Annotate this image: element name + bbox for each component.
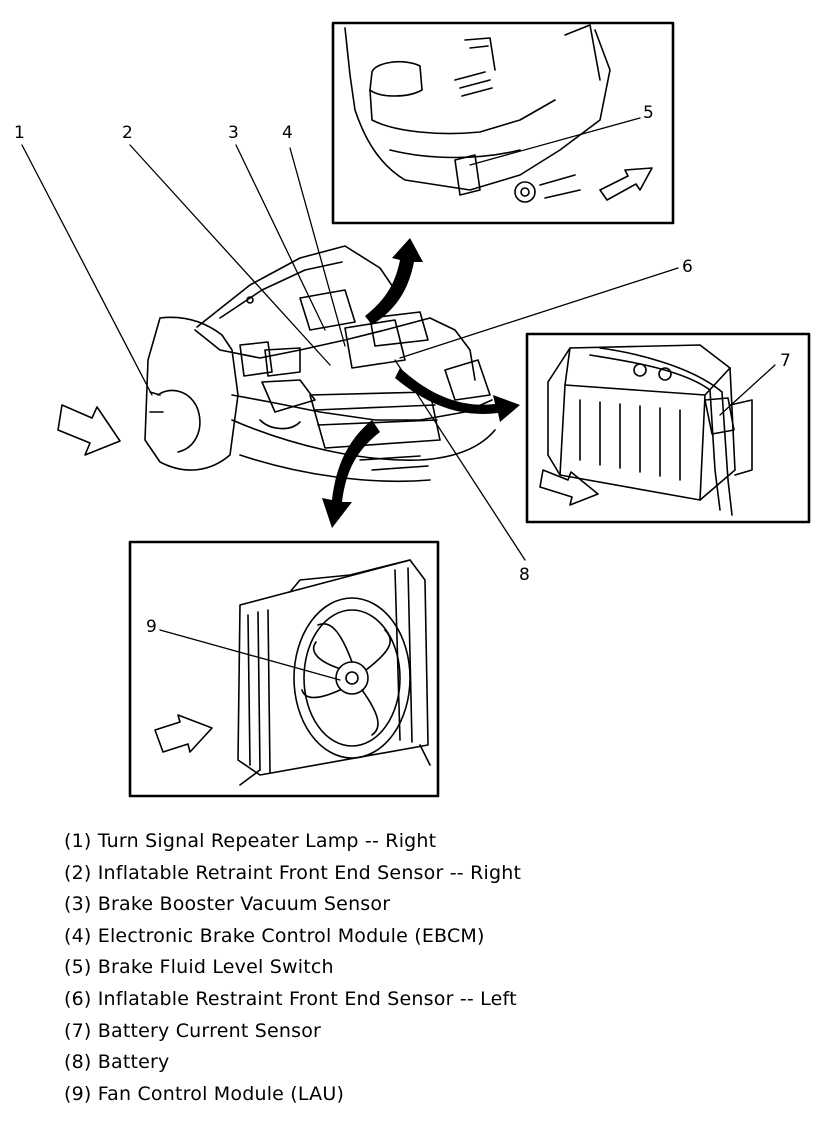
legend-item: (8) Battery — [64, 1051, 170, 1074]
forward-direction-arrow — [57, 404, 121, 456]
reservoir-inset — [331, 21, 675, 225]
callout-6: 6 — [682, 257, 693, 277]
legend-item: (2) Inflatable Retraint Front End Sensor… — [64, 861, 522, 884]
legend-item: (7) Battery Current Sensor — [64, 1019, 322, 1042]
callout-8: 8 — [519, 565, 530, 585]
legend-item: (3) Brake Booster Vacuum Sensor — [64, 893, 391, 916]
leader-lines — [21, 117, 776, 681]
callout-9: 9 — [146, 617, 157, 637]
battery-inset — [525, 332, 811, 524]
fan-inset — [128, 540, 440, 798]
component-locator-diagram: 1 2 3 4 5 6 7 8 9 — [14, 21, 811, 798]
callout-3: 3 — [228, 123, 239, 143]
callout-4: 4 — [282, 123, 293, 143]
legend-item: (9) Fan Control Module (LAU) — [64, 1082, 345, 1105]
legend-item: (5) Brake Fluid Level Switch — [64, 956, 334, 979]
legend-item: (1) Turn Signal Repeater Lamp -- Right — [64, 830, 437, 852]
callout-2: 2 — [122, 123, 133, 143]
vehicle-front-illustration — [144, 245, 496, 483]
legend-item: (4) Electronic Brake Control Module (EBC… — [64, 924, 485, 947]
callout-labels: 1 2 3 4 5 6 7 8 9 — [14, 103, 791, 637]
inset-pointer-arrows — [322, 238, 520, 528]
component-legend: (1) Turn Signal Repeater Lamp -- Right (… — [64, 826, 521, 1110]
legend-item: (6) Inflatable Restraint Front End Senso… — [64, 987, 517, 1010]
callout-7: 7 — [780, 351, 791, 371]
callout-1: 1 — [14, 123, 25, 143]
callout-5: 5 — [643, 103, 654, 123]
